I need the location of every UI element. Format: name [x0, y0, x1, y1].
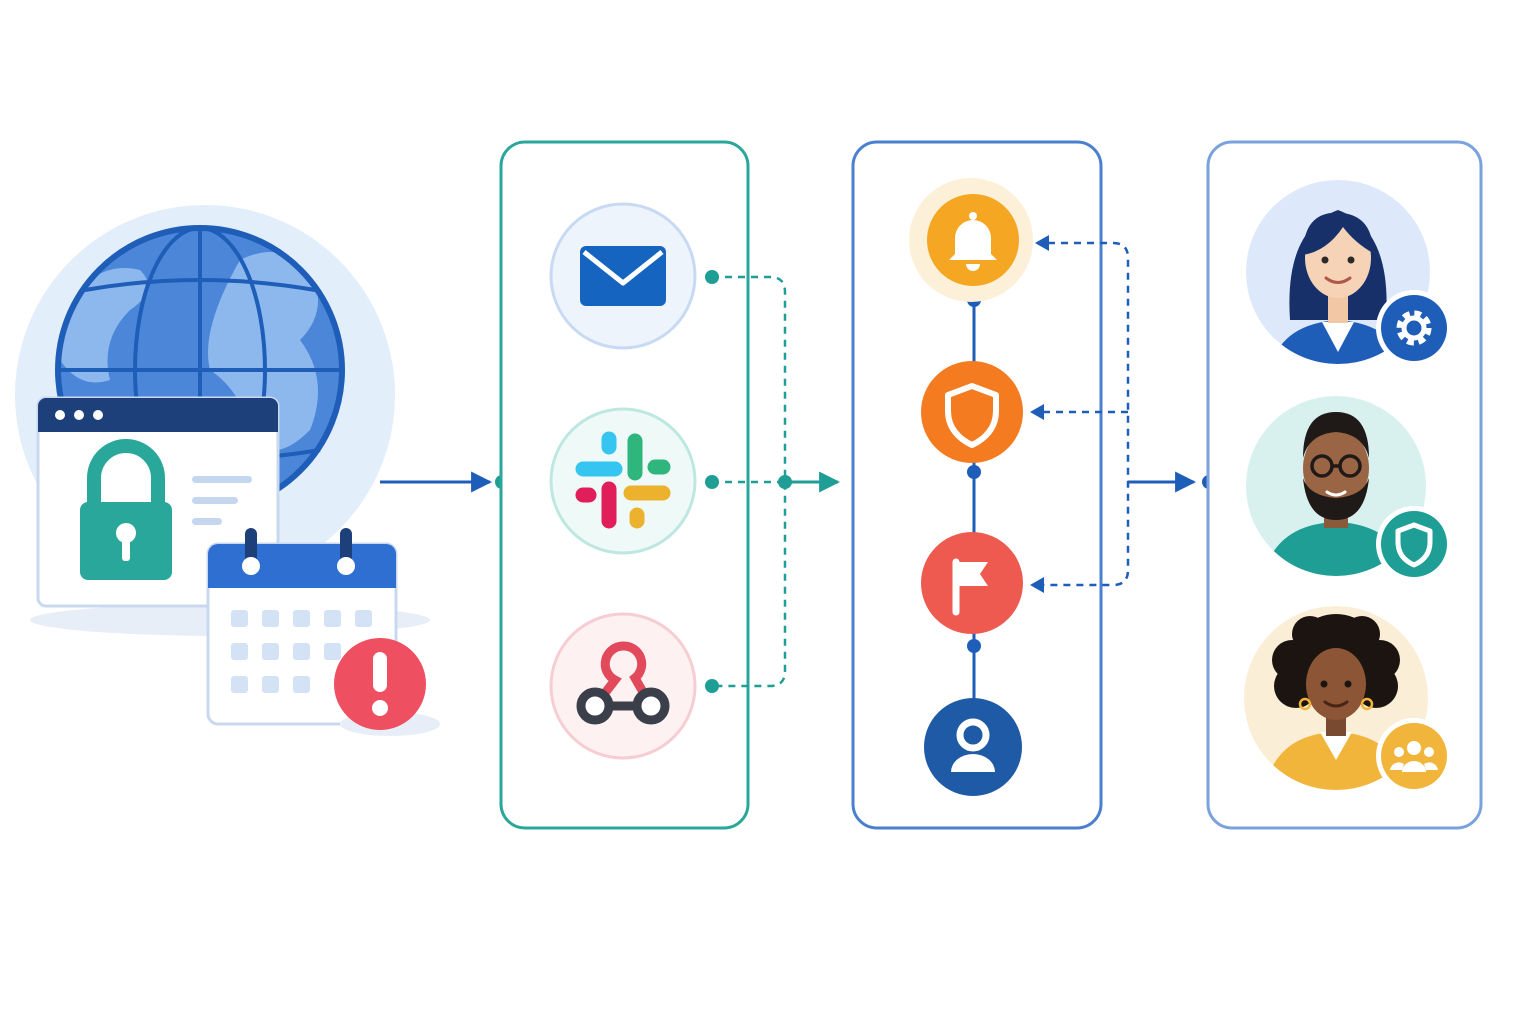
- slack-icon: [575, 431, 671, 529]
- source-cluster: [15, 205, 440, 736]
- connector-escalation-to-recipients: [1128, 471, 1216, 493]
- connector-source-to-channels: [380, 471, 509, 493]
- alert-icon: [334, 638, 426, 730]
- padlock-icon: [80, 439, 172, 580]
- step-notify[interactable]: [909, 178, 1033, 302]
- team-icon: [1390, 741, 1438, 772]
- channel-email[interactable]: [549, 202, 697, 350]
- man-avatar: [1262, 412, 1410, 576]
- shield-icon: [1395, 522, 1433, 568]
- escalation-panel: [851, 140, 1103, 830]
- recipient-security-lead[interactable]: [1246, 396, 1452, 582]
- shield-icon: [945, 383, 999, 448]
- bell-icon: [949, 212, 997, 271]
- connector-escalation-arrowheads: [1030, 235, 1049, 593]
- recipient-admin[interactable]: [1246, 180, 1452, 370]
- gear-icon: [1396, 310, 1432, 346]
- user-icon: [951, 718, 995, 772]
- connector-channel-nodes: [705, 270, 792, 693]
- woman-avatar-curly: [1264, 614, 1408, 790]
- step-flag[interactable]: [921, 532, 1023, 634]
- envelope-icon: [580, 246, 666, 306]
- channels-panel: [499, 140, 750, 830]
- channel-webhook[interactable]: [549, 612, 697, 760]
- webhook-icon: [576, 641, 670, 725]
- connector-escalation-feedback: [1040, 241, 1130, 587]
- flag-icon: [952, 558, 988, 616]
- step-owner[interactable]: [924, 698, 1022, 796]
- recipients-panel: [1206, 140, 1483, 830]
- channel-slack[interactable]: [549, 407, 697, 555]
- recipient-team[interactable]: [1244, 606, 1452, 794]
- step-security[interactable]: [921, 361, 1023, 463]
